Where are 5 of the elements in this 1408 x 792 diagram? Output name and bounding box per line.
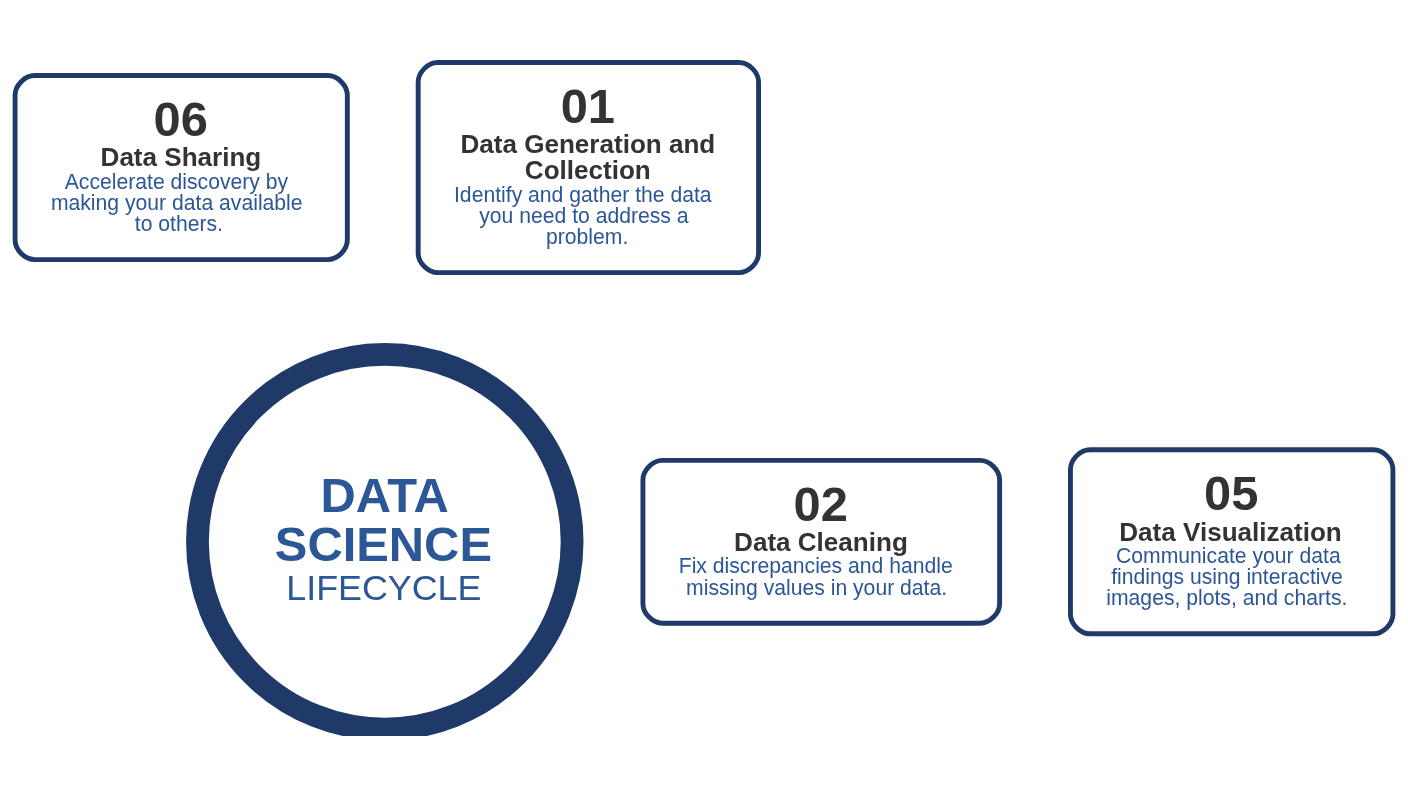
node-box: 01 Data Generation and Collection Identify and gather the data you need to address a problem. [415,60,761,276]
node-box: 02 Data Cleaning Fix discrepancies and handle missing values in your data. [640,457,1003,626]
node-box: 05 Data Visualization Communicate your data findings using interactive images, plots, and charts. [1068,447,1396,637]
node-box: 06 Data Sharing Accelerate discovery by making your data available to others. [12,73,350,263]
node-circle: DATA SCIENCE LIFECYCLE [186,343,584,736]
